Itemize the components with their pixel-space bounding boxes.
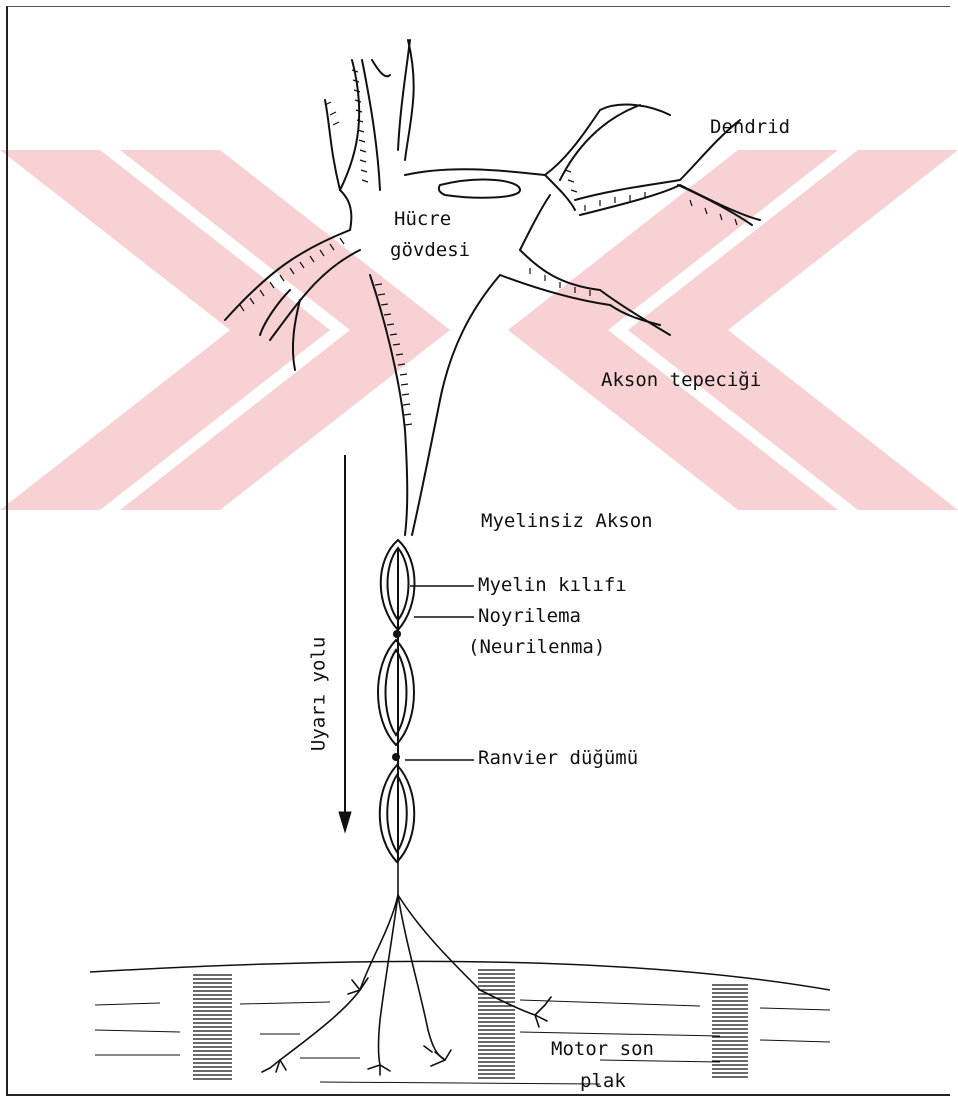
label-govdesi: gövdesi: [390, 240, 470, 262]
label-motor-son: Motor son: [551, 1039, 654, 1061]
label-hucre: Hücre: [394, 209, 451, 231]
label-uyari-yolu: Uyarı yolu: [308, 637, 330, 751]
label-ranvier: Ranvier düğümü: [478, 748, 638, 770]
label-neurilenma: (Neurilenma): [468, 637, 605, 659]
label-myelinsiz-akson: Myelinsiz Akson: [481, 511, 653, 533]
label-myelin-kilifi: Myelin kılıfı: [478, 575, 627, 597]
label-dendrid: Dendrid: [710, 117, 790, 139]
label-akson-tepecigi: Akson tepeciği: [601, 370, 761, 392]
label-plak: plak: [580, 1071, 626, 1093]
figure-frame: [6, 6, 950, 1096]
label-noyrilema: Noyrilema: [478, 606, 581, 628]
